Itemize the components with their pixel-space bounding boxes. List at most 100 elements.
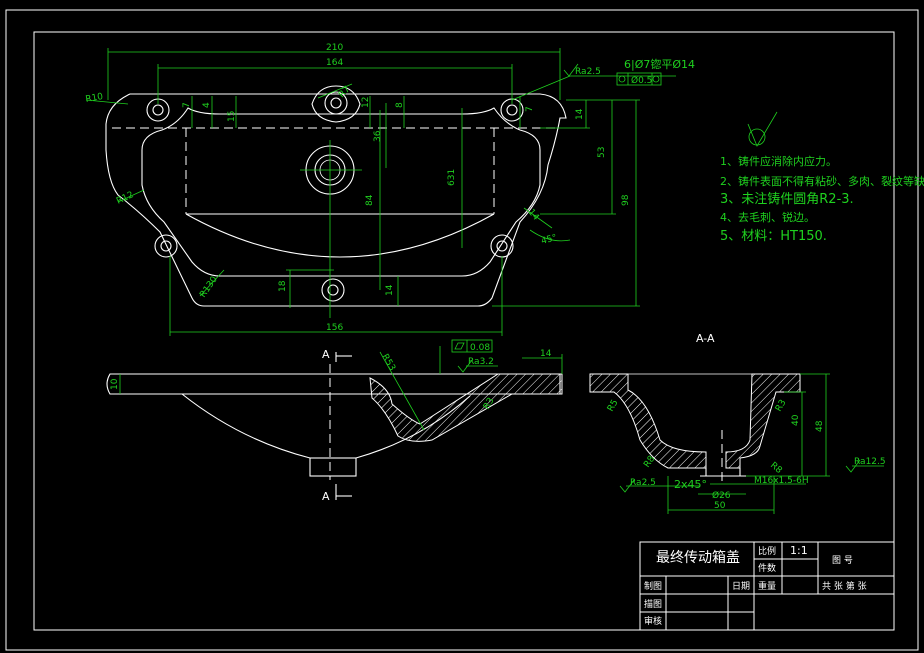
drawn-label: 描图 [644, 598, 662, 610]
dim-height-36: 36 [373, 103, 387, 168]
svg-text:631: 631 [447, 169, 457, 186]
part-name: 最终传动箱盖 [656, 550, 740, 566]
svg-text:14: 14 [540, 349, 552, 359]
svg-text:10: 10 [110, 378, 120, 390]
svg-text:210: 210 [326, 43, 343, 53]
svg-text:R53: R53 [379, 353, 397, 373]
checked-label: 审核 [644, 615, 662, 627]
note-5: 5、材料：HT150. [720, 229, 827, 244]
dim-height-53: 53 [540, 100, 616, 215]
note-2: 2、铸件表面不得有粘砂、多肉、裂纹等缺陷。 [720, 174, 924, 188]
roughness-symbol-icon [563, 63, 579, 77]
svg-text:156: 156 [326, 323, 343, 333]
svg-text:12: 12 [361, 97, 371, 108]
section-right-wall [725, 373, 801, 469]
dim-14-bottom: 14 [385, 276, 399, 306]
scale-value: 1:1 [790, 544, 808, 557]
dim-lower-width: 156 [169, 256, 503, 336]
flatness-icon [454, 342, 465, 350]
svg-text:R8: R8 [768, 461, 784, 477]
dim-hole-spacing: 164 [157, 58, 513, 104]
sheet-outer-border [5, 9, 919, 651]
top-center-boss [311, 85, 361, 123]
svg-text:15: 15 [227, 111, 237, 122]
section-cut-marker-bottom: A [322, 484, 352, 503]
svg-text:M16x1.5-6H: M16x1.5-6H [754, 476, 809, 486]
title-block: 最终传动箱盖 比例 1:1 件数 图 号 制图 描图 审核 日期 重量 共 张 … [639, 541, 895, 631]
svg-text:50: 50 [714, 501, 726, 511]
bolt-hole-bottom-right [490, 234, 514, 258]
maximum-material-icon [652, 75, 660, 83]
svg-text:53: 53 [597, 147, 607, 158]
section-left-wall [589, 373, 707, 469]
roughness-section-left-icon [619, 479, 635, 493]
hole-callout: Ra2.5 6|Ø7锪平Ø14 Ø0.5 [511, 58, 695, 101]
svg-text:7: 7 [182, 102, 192, 108]
svg-text:Ra3.2: Ra3.2 [468, 357, 494, 367]
section-cut-marker-top: A [322, 348, 352, 362]
section-label: A-A [696, 332, 715, 345]
svg-text:R12: R12 [115, 190, 135, 207]
front-view-section-hatch [369, 373, 563, 442]
top-view: 210 164 156 98 53 84 [85, 43, 695, 336]
svg-text:84: 84 [365, 194, 375, 206]
roughness-front-icon [457, 359, 473, 373]
svg-text:40: 40 [791, 414, 801, 426]
svg-text:8: 8 [395, 102, 405, 108]
top-view-inner-contour [141, 107, 541, 277]
bolt-hole-top-center [324, 91, 348, 115]
dim-small-top: 7 4 15 12 8 7 [182, 96, 535, 128]
svg-text:R10: R10 [85, 92, 104, 105]
note-3: 3、未注铸件圆角R2-3. [720, 191, 854, 207]
svg-text:Ø26: Ø26 [712, 490, 731, 501]
bolt-hole-bottom-center [321, 278, 345, 302]
weight-label: 重量 [758, 580, 776, 592]
top-view-outline [105, 93, 567, 307]
technical-notes: 1、铸件应消除内应力。 2、铸件表面不得有粘砂、多肉、裂纹等缺陷。 3、未注铸件… [720, 154, 924, 244]
drawing-no-label: 图 号 [832, 555, 853, 566]
svg-text:Ra12.5: Ra12.5 [854, 457, 886, 467]
sheets-label: 共 张 第 张 [822, 580, 867, 592]
front-view: A A 10 14 R53 R3 0.08 Ra3.2 [106, 339, 563, 503]
scale-label: 比例 [758, 545, 776, 557]
sheet-inner-border [33, 31, 895, 631]
top-view-bowl-curve [185, 213, 495, 258]
svg-text:14: 14 [385, 284, 395, 296]
roughness-section-right-icon [845, 459, 861, 473]
svg-text:R3: R3 [774, 398, 789, 413]
svg-text:45°: 45° [540, 233, 558, 247]
section-view: A-A 40 48 R5 R8 R3 R8 M16x1.5-6H Ra2.5 2… [589, 332, 886, 514]
svg-text:A: A [322, 348, 330, 361]
dim-height-631: 631 [447, 108, 463, 248]
svg-text:R5: R5 [606, 398, 621, 413]
note-1: 1、铸件应消除内应力。 [720, 154, 837, 168]
section-dims: 40 48 R5 R8 R3 R8 M16x1.5-6H Ra2.5 2x45°… [606, 373, 886, 514]
svg-text:14: 14 [575, 108, 585, 120]
svg-text:36: 36 [373, 130, 383, 142]
bolt-hole-bottom-left [154, 234, 178, 258]
dim-overall-width: 210 [107, 43, 561, 100]
svg-text:2x45°: 2x45° [674, 478, 707, 491]
drafted-label: 制图 [644, 580, 662, 592]
svg-text:7: 7 [525, 106, 535, 112]
svg-text:164: 164 [326, 58, 343, 68]
front-view-boss [309, 457, 357, 477]
svg-text:48: 48 [815, 420, 825, 432]
dim-radius-labels: R10 R12 R130 R7 14 45° [85, 83, 571, 300]
dim-height-84: 84 [365, 110, 381, 290]
svg-text:Ø0.5: Ø0.5 [631, 75, 652, 86]
position-tolerance-icon [618, 75, 626, 83]
svg-text:A: A [322, 490, 330, 503]
svg-text:Ra2.5: Ra2.5 [575, 67, 601, 77]
svg-text:18: 18 [278, 280, 288, 292]
flatness-frame [451, 339, 493, 353]
svg-text:Ra2.5: Ra2.5 [630, 478, 656, 488]
svg-text:4: 4 [202, 102, 212, 108]
quantity-label: 件数 [758, 562, 776, 574]
svg-text:R7: R7 [337, 85, 353, 101]
svg-text:6|Ø7锪平Ø14: 6|Ø7锪平Ø14 [624, 58, 695, 71]
general-roughness-symbol-icon [747, 111, 778, 147]
svg-text:98: 98 [621, 194, 631, 206]
date-label: 日期 [732, 581, 750, 592]
